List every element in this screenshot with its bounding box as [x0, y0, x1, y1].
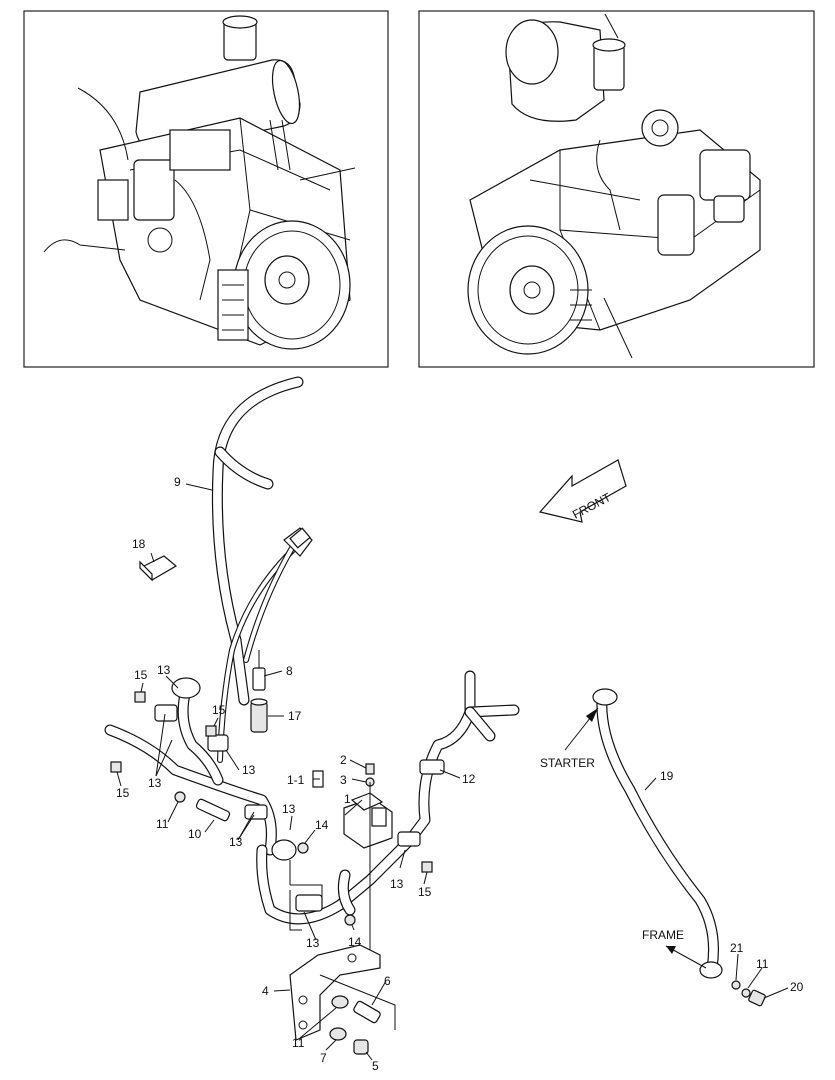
callout-11b: 11: [292, 1036, 305, 1050]
callout-10: 10: [188, 827, 202, 841]
engine-view-right: [418, 10, 815, 368]
nut-14a: [297, 842, 309, 854]
leader-lines: [116, 483, 789, 1061]
bolts-15: [110, 691, 433, 873]
connector-18: [138, 555, 178, 582]
washer-11a: [174, 791, 186, 803]
bolt-2: [365, 763, 375, 775]
callout-15d: 15: [418, 885, 432, 899]
callout-17: 17: [288, 709, 302, 723]
callout-13a: 13: [157, 663, 171, 677]
nut-14b: [344, 914, 356, 926]
sensor-8: [252, 650, 266, 691]
callout-18: 18: [132, 537, 146, 551]
frame-label: FRAME: [642, 928, 684, 942]
front-arrow: FRONT: [538, 459, 627, 523]
hose-main: [104, 670, 520, 925]
callout-19: 19: [660, 769, 674, 783]
callout-13g: 13: [390, 877, 404, 891]
fitting-17: [250, 698, 268, 733]
relay-1: [343, 792, 393, 849]
callout-3: 3: [340, 773, 347, 787]
callout-2: 2: [340, 753, 347, 767]
callout-13c: 13: [242, 763, 256, 777]
callout-15a: 15: [134, 668, 148, 682]
callout-11a: 11: [156, 817, 169, 831]
callout-11c: 11: [756, 957, 769, 971]
callout-20: 20: [790, 980, 804, 994]
adapter-10: [195, 798, 231, 822]
callouts: 9 18 8 17 13 15 15 13 13 15 11 10 13 13 …: [116, 475, 804, 1073]
callout-13f: 13: [306, 936, 320, 950]
callout-7: 7: [320, 1051, 327, 1065]
starter-label: STARTER: [540, 756, 595, 770]
callout-8: 8: [286, 664, 293, 678]
frame-arrow: FRAME: [642, 928, 707, 969]
starter-arrow: STARTER: [540, 707, 599, 770]
callout-13b: 13: [148, 776, 162, 790]
callout-15b: 15: [212, 703, 226, 717]
fitting-6: [353, 1000, 381, 1024]
callout-14a: 14: [315, 818, 329, 832]
callout-13d: 13: [229, 835, 243, 849]
harness-wires: [217, 527, 313, 763]
washer-11b: [331, 995, 349, 1009]
callout-1: 1: [344, 792, 351, 806]
engine-view-left: [23, 10, 389, 368]
bracket-4: [289, 944, 381, 1041]
hose-9: [211, 376, 304, 706]
callout-9: 9: [174, 475, 181, 489]
callout-13e: 13: [282, 802, 296, 816]
callout-4: 4: [262, 984, 269, 998]
washer-11c: [741, 988, 751, 998]
callout-21: 21: [730, 941, 744, 955]
callout-6: 6: [384, 974, 391, 988]
washer-21: [731, 980, 741, 990]
callout-12: 12: [462, 772, 476, 786]
washer-7: [329, 1027, 347, 1041]
callout-15c: 15: [116, 786, 130, 800]
callout-5: 5: [372, 1059, 379, 1073]
plug-5: [353, 1039, 369, 1055]
bolt-20: [748, 989, 766, 1007]
callout-14b: 14: [348, 935, 362, 949]
hose-19: [592, 688, 723, 979]
callout-1-1: 1-1: [287, 773, 305, 787]
